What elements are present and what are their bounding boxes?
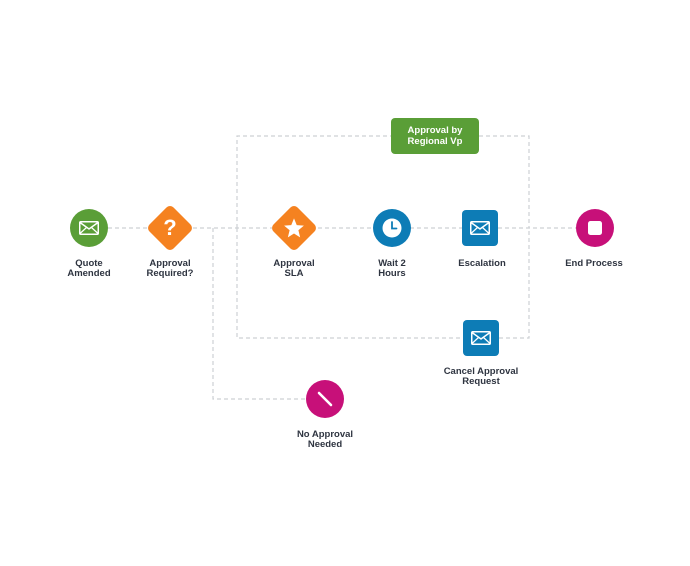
connector-regional-vp-to-end [479, 135, 530, 228]
escalation-node[interactable] [462, 210, 498, 246]
escalation-label: Escalation [458, 258, 506, 269]
envelope-icon [471, 331, 491, 345]
approval-sla-node[interactable] [269, 203, 319, 253]
wait-2-hours-node[interactable] [373, 209, 411, 247]
connector-to-cancel [236, 228, 463, 339]
no-approval-needed-node[interactable] [306, 380, 344, 418]
approval-required-node[interactable]: ? [145, 203, 195, 253]
wait-2-hours-label: Wait 2 Hours [378, 258, 406, 279]
connector-cancel-to-end [499, 228, 530, 339]
slash-icon [317, 391, 333, 407]
approval-sla-label: Approval SLA [273, 258, 315, 279]
approval-required-label: Approval Required? [146, 258, 194, 279]
end-process-label: End Process [565, 258, 623, 269]
no-approval-needed-label: No Approval Needed [296, 429, 354, 450]
stop-icon [588, 221, 602, 235]
connector-to-regional-vp [236, 135, 391, 228]
quote-amended-label: Quote Amended [67, 258, 111, 279]
svg-text:?: ? [163, 216, 176, 240]
connector-to-no-approval [212, 228, 307, 400]
end-process-node[interactable] [576, 209, 614, 247]
envelope-icon [79, 221, 99, 235]
star-icon [284, 218, 304, 238]
envelope-icon [470, 221, 490, 235]
clock-icon [382, 218, 402, 238]
quote-amended-node[interactable] [70, 209, 108, 247]
cancel-approval-request-node[interactable] [463, 320, 499, 356]
cancel-approval-request-label: Cancel Approval Request [443, 366, 519, 387]
question-mark-icon: ? [163, 216, 176, 240]
approval-by-regional-vp-node[interactable]: Approval by Regional Vp [391, 118, 479, 154]
